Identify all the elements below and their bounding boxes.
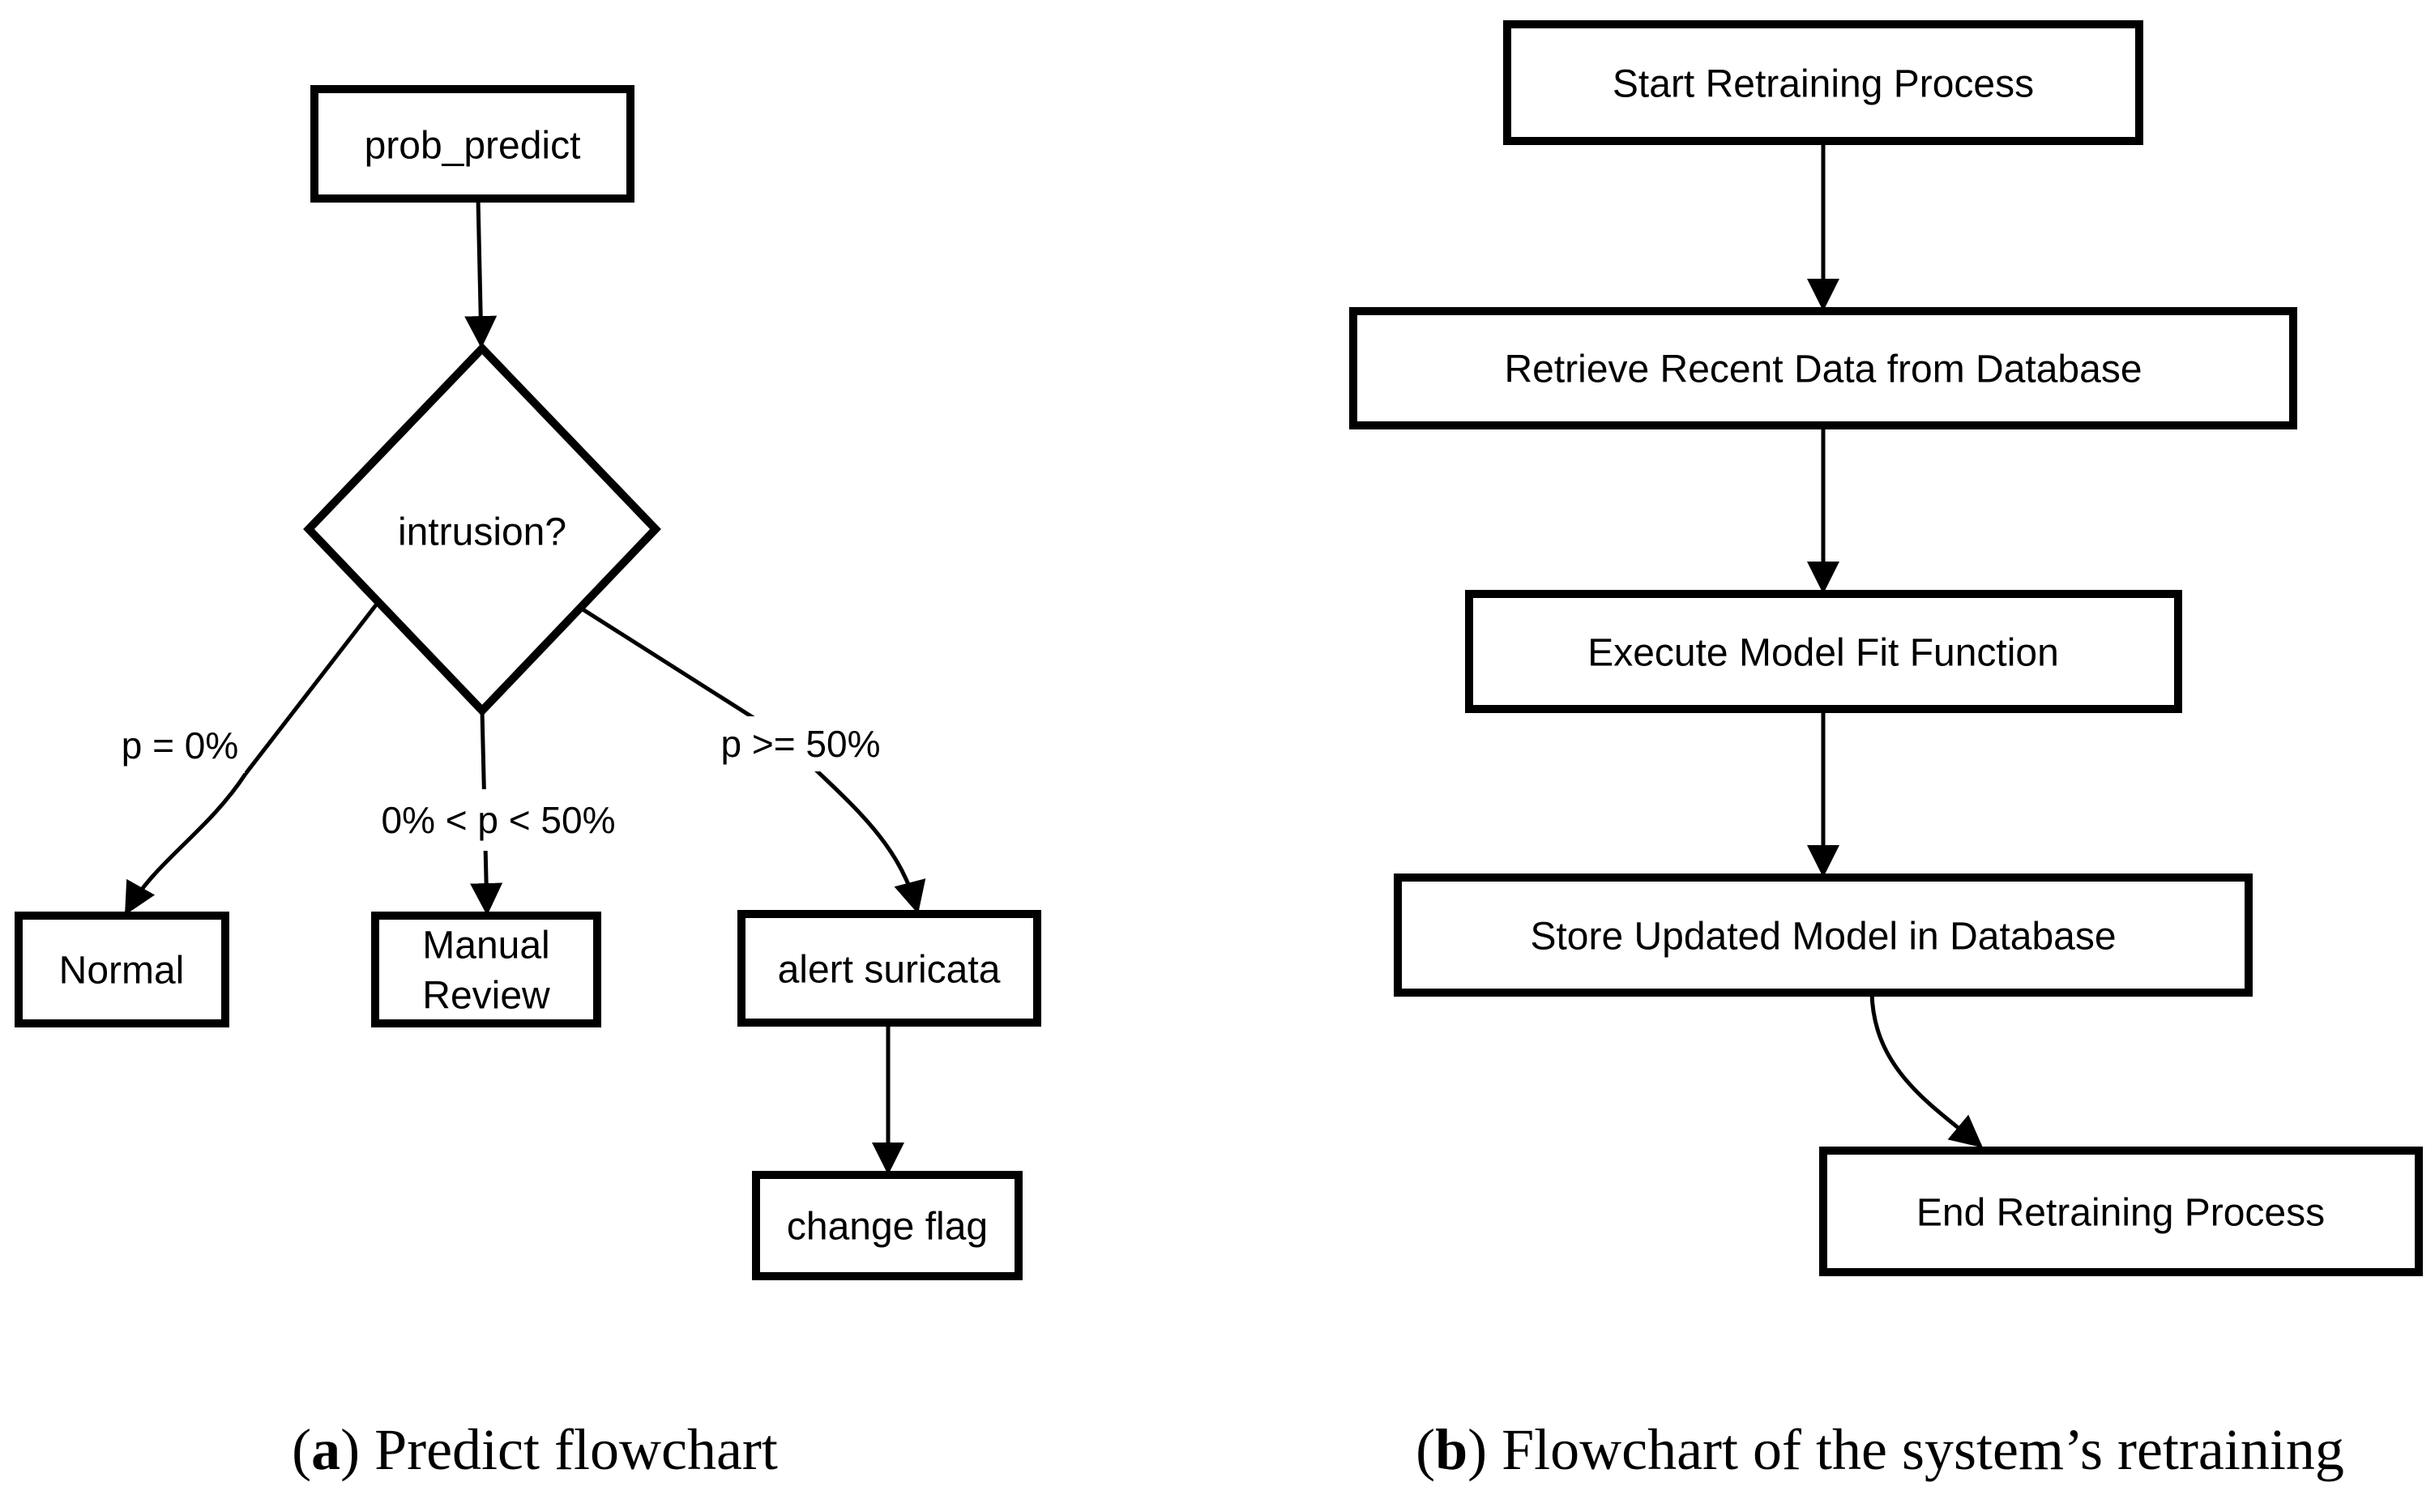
decision-diamond (303, 342, 661, 717)
node-retrieve-data: Retrieve Recent Data from Database (1349, 307, 2297, 429)
node-box (371, 912, 601, 1027)
caption-open-paren: ( (292, 1417, 312, 1482)
edge-label-p-zero: p = 0% (115, 718, 245, 773)
node-box (752, 1171, 1023, 1280)
caption-text: ) Flowchart of the system’s retraining (1467, 1417, 2344, 1482)
node-change-flag: change flag (752, 1171, 1023, 1280)
caption-open-paren: ( (1416, 1417, 1436, 1482)
node-manual-review: Manual Review (371, 912, 601, 1027)
node-box (1349, 307, 2297, 429)
edge-label-text: p = 0% (122, 724, 239, 767)
edge-intrusion-to-normal (124, 601, 379, 916)
caption-panel-b: (b) Flowchart of the system’s retraining (1373, 1416, 2386, 1484)
caption-panel-a: (a) Predict flowchart (130, 1416, 940, 1484)
node-execute-fit: Execute Model Fit Function (1465, 590, 2182, 713)
flowchart-b: Start Retraining Process Retrieve Recent… (1349, 20, 2423, 1276)
node-box (737, 910, 1041, 1027)
edge-label-bg (115, 718, 245, 773)
edge-label-bg (355, 789, 642, 851)
edge-label-p-mid: 0% < p < 50% (355, 789, 642, 851)
edge-label-text: 0% < p < 50% (382, 799, 616, 841)
node-end-retraining: End Retraining Process (1819, 1147, 2423, 1276)
node-box (1394, 873, 2253, 997)
node-box (15, 912, 229, 1027)
flowchart-a: p = 0% 0% < p < 50% p >= 50% prob_predic… (15, 85, 1041, 1280)
node-label: change flag (787, 1206, 988, 1249)
node-label-line1: Manual (422, 925, 549, 967)
node-box (310, 85, 634, 203)
edge-label-text: p >= 50% (721, 723, 881, 765)
node-label: Start Retraining Process (1613, 63, 2034, 106)
node-label: End Retraining Process (1916, 1192, 2325, 1235)
node-box (1503, 20, 2143, 145)
node-label-line2: Review (422, 975, 550, 1018)
caption-text: ) Predict flowchart (340, 1417, 778, 1482)
edge-probpredict-to-intrusion (464, 198, 498, 348)
node-label: Execute Model Fit Function (1587, 632, 2059, 675)
node-store-model: Store Updated Model in Database (1394, 873, 2253, 997)
node-label: Normal (59, 950, 185, 993)
caption-letter: a (311, 1417, 341, 1482)
node-label: intrusion? (398, 511, 566, 554)
node-alert-suricata: alert suricata (737, 910, 1041, 1027)
node-intrusion-decision: intrusion? (303, 342, 661, 717)
node-normal: Normal (15, 912, 229, 1027)
edge-label-p-high: p >= 50% (695, 716, 906, 771)
edge-store-to-end (1869, 992, 1984, 1148)
caption-letter: b (1435, 1417, 1468, 1482)
node-label: Retrieve Recent Data from Database (1504, 348, 2142, 391)
node-start-retraining: Start Retraining Process (1503, 20, 2143, 145)
node-label: prob_predict (365, 125, 581, 168)
node-label: alert suricata (778, 949, 1001, 992)
node-label: Store Updated Model in Database (1530, 916, 2116, 959)
node-box (1819, 1147, 2423, 1276)
edge-label-bg (695, 716, 906, 771)
node-prob-predict: prob_predict (310, 85, 634, 203)
node-box (1465, 590, 2182, 713)
